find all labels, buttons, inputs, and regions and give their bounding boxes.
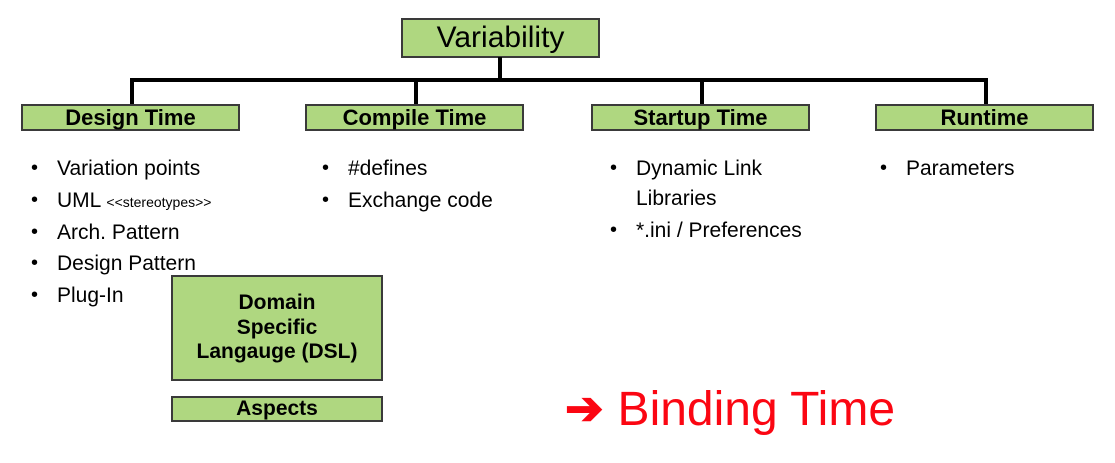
bullet-marker-icon: • xyxy=(31,252,39,275)
list-item: • Variation points xyxy=(31,154,281,184)
node-startup-time: Startup Time xyxy=(591,104,810,131)
connector-horizontal-bus xyxy=(130,78,988,82)
right-arrow-icon: ➔ xyxy=(565,382,604,434)
list-item: • #defines xyxy=(322,154,557,184)
list-item: • *.ini / Preferences xyxy=(610,216,855,246)
list-item-label: Design Pattern xyxy=(57,252,196,276)
bullet-marker-icon: • xyxy=(31,284,39,307)
list-item: • UML <<stereotypes>> xyxy=(31,186,281,216)
bullet-marker-icon: • xyxy=(322,188,330,211)
binding-time-label: Binding Time xyxy=(617,383,896,436)
list-item: • Exchange code xyxy=(322,186,557,216)
bullet-marker-icon: • xyxy=(31,220,39,243)
bullet-list-compile-time: • #defines • Exchange code xyxy=(322,154,557,218)
list-item-text: UML xyxy=(57,188,107,212)
list-item: • Dynamic Link Libraries xyxy=(610,154,855,214)
node-startup-time-label: Startup Time xyxy=(633,104,768,130)
dsl-line-2: Specific xyxy=(236,315,318,339)
bullet-marker-icon: • xyxy=(880,157,888,179)
list-item-label: *.ini / Preferences xyxy=(636,218,802,242)
bullet-list-runtime: • Parameters xyxy=(880,154,1095,186)
bullet-list-startup-time: • Dynamic Link Libraries • *.ini / Prefe… xyxy=(610,154,855,247)
dsl-line-1: Domain xyxy=(238,290,316,314)
connector-drop-design-time xyxy=(130,78,134,106)
list-item-label: #defines xyxy=(348,157,428,180)
node-runtime-label: Runtime xyxy=(940,104,1029,130)
bullet-list-design-time: • Variation points • UML <<stereotypes>>… xyxy=(31,154,281,313)
dsl-line-3: Langauge (DSL) xyxy=(196,340,358,364)
bullet-marker-icon: • xyxy=(610,218,618,241)
list-item: • Design Pattern xyxy=(31,249,281,279)
list-item-label: Dynamic Link Libraries xyxy=(636,157,763,210)
connector-drop-runtime xyxy=(984,78,988,106)
connector-root-stem xyxy=(498,57,502,81)
bullet-marker-icon: • xyxy=(31,157,39,179)
list-item: • Plug-In xyxy=(31,281,281,311)
bullet-marker-icon: • xyxy=(610,157,618,179)
list-item-label: Parameters xyxy=(906,157,1015,180)
node-variability: Variability xyxy=(401,18,600,58)
node-variability-label: Variability xyxy=(436,21,565,55)
node-compile-time-label: Compile Time xyxy=(342,104,487,130)
connector-drop-startup-time xyxy=(700,78,704,106)
node-design-time-label: Design Time xyxy=(65,104,196,130)
node-runtime: Runtime xyxy=(875,104,1094,131)
bullet-marker-icon: • xyxy=(322,157,330,179)
connector-drop-compile-time xyxy=(414,78,418,106)
node-domain-specific-language: Domain Specific Langauge (DSL) xyxy=(171,275,383,381)
list-item: • Arch. Pattern xyxy=(31,218,281,248)
list-item-label: Variation points xyxy=(57,157,201,180)
node-aspects: Aspects xyxy=(171,396,383,422)
bullet-marker-icon: • xyxy=(31,188,39,211)
node-design-time: Design Time xyxy=(21,104,240,131)
list-item-label: Plug-In xyxy=(57,284,124,308)
list-item: • Parameters xyxy=(880,154,1095,184)
node-aspects-label: Aspects xyxy=(236,396,318,420)
list-item-label: UML <<stereotypes>> xyxy=(57,186,281,216)
binding-time-callout: ➔ Binding Time xyxy=(565,382,896,436)
node-compile-time: Compile Time xyxy=(305,104,524,131)
stereotype-tag: <<stereotypes>> xyxy=(106,193,212,210)
list-item-label: Arch. Pattern xyxy=(57,220,180,244)
list-item-label: Exchange code xyxy=(348,188,493,212)
